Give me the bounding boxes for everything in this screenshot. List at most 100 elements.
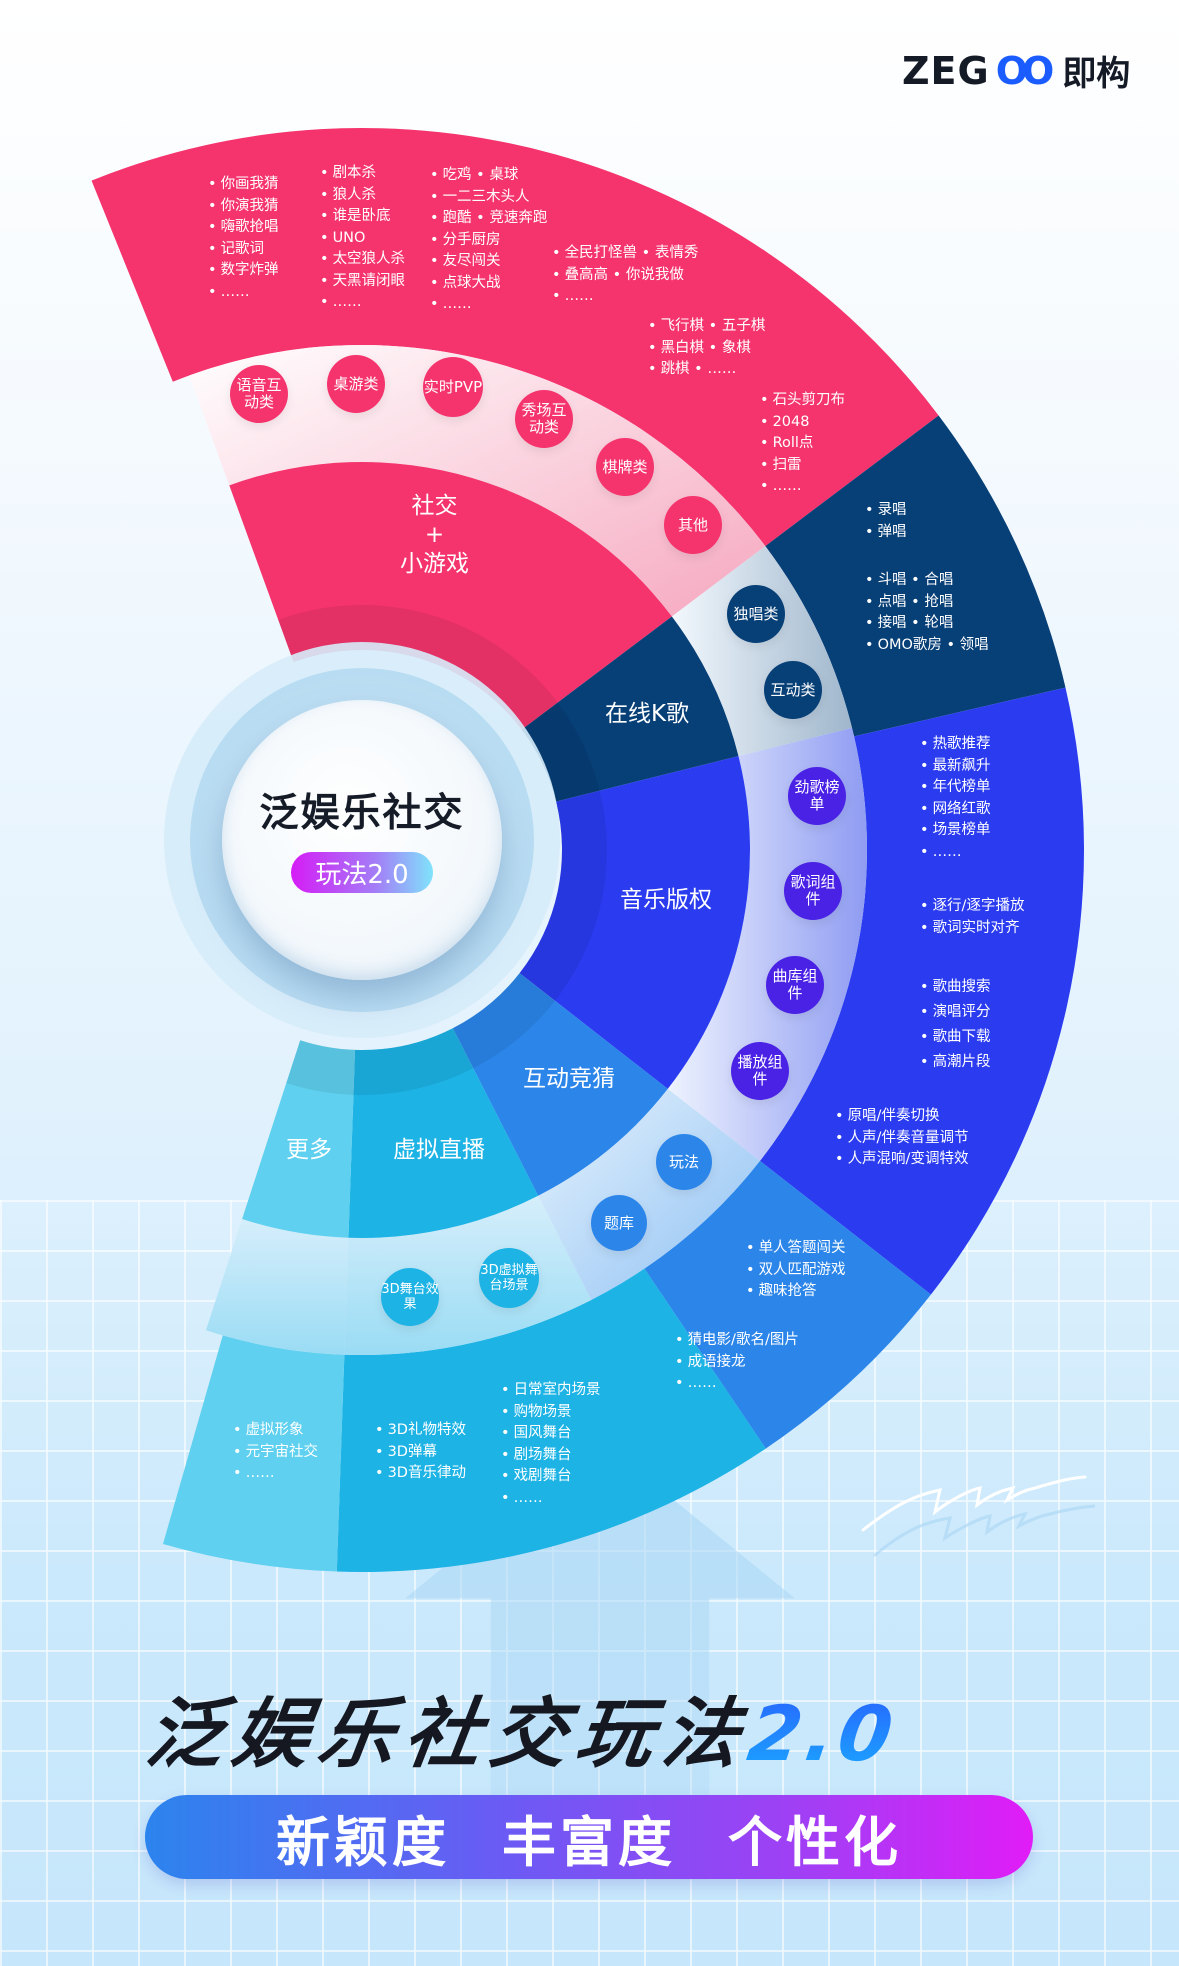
label-line: 小游戏 xyxy=(400,551,469,577)
signature-squiggle xyxy=(861,1475,1095,1557)
subcategory-interactive-singing[interactable]: 互动类 xyxy=(764,661,822,719)
list-item: …… xyxy=(501,1488,601,1510)
light-ring-more xyxy=(205,1219,349,1355)
list-item: 叠高高 • 你说我做 xyxy=(552,265,698,287)
list-item: 歌曲下载 xyxy=(920,1025,991,1050)
list-item: 狼人杀 xyxy=(320,185,405,207)
inner-sector-music-copyright xyxy=(519,756,751,1089)
list-item: 高潮片段 xyxy=(920,1050,991,1075)
subcategory-hit-charts[interactable]: 劲歌榜单 xyxy=(788,767,846,825)
list-item: 跑酷 • 竞速奔跑 xyxy=(430,208,548,230)
list-item: …… xyxy=(208,282,279,304)
light-ring-social-games xyxy=(189,345,766,617)
list-item: 戏剧舞台 xyxy=(501,1466,601,1488)
list-item: 接唱 • 轮唱 xyxy=(865,613,989,635)
slogan-personalization: 个性化 xyxy=(728,1810,902,1874)
detail-list-quiz-gameplay: 单人答题闯关双人匹配游戏趣味抢答 xyxy=(746,1238,846,1303)
list-item: 人声混响/变调特效 xyxy=(835,1149,969,1171)
list-item: 谁是卧底 xyxy=(320,206,405,228)
list-item: 扫雷 xyxy=(760,455,845,477)
list-item: 剧场舞台 xyxy=(501,1445,601,1467)
inner-sector-more xyxy=(242,1040,356,1238)
list-item: Roll点 xyxy=(760,433,845,455)
subcategory-chess-cards[interactable]: 棋牌类 xyxy=(596,438,654,496)
logo-oo-mark: OO xyxy=(995,48,1055,93)
detail-list-board-games: 剧本杀狼人杀谁是卧底UNO太空狼人杀天黑请闭眼…… xyxy=(320,163,406,314)
subcategory-question-bank[interactable]: 题库 xyxy=(591,1195,647,1251)
detail-list-chess-cards: 飞行棋 • 五子棋黑白棋 • 象棋跳棋 • …… xyxy=(648,316,766,381)
subcategory-other[interactable]: 其他 xyxy=(664,496,722,554)
list-item: 点球大战 xyxy=(430,273,547,295)
center-version-badge: 玩法2.0 xyxy=(291,851,433,893)
list-item: 嗨歌抢唱 xyxy=(208,217,279,239)
list-item: 石头剪刀布 xyxy=(760,390,846,412)
detail-list-solo-singing: 录唱弹唱 xyxy=(865,500,907,543)
slogan-bar: 新颖度 丰富度 个性化 xyxy=(145,1795,1033,1879)
outer-sector-interactive-quiz xyxy=(644,1160,931,1449)
list-item: 双人匹配游戏 xyxy=(746,1260,846,1282)
subcategory-player-component[interactable]: 播放组件 xyxy=(731,1042,789,1100)
list-item: 记歌词 xyxy=(208,239,279,261)
list-item: 日常室内场景 xyxy=(501,1380,601,1402)
list-item: 录唱 xyxy=(865,500,907,522)
footer-title: 泛娱乐社交玩法2.0 xyxy=(140,1672,904,1782)
list-item: 你画我猜 xyxy=(208,174,279,196)
subcategory-3d-virtual-stage[interactable]: 3D虚拟舞台场景 xyxy=(479,1248,539,1308)
list-item: …… xyxy=(675,1373,799,1395)
detail-list-interactive-singing: 斗唱 • 合唱点唱 • 抢唱接唱 • 轮唱OMO歌房 • 领唱 xyxy=(865,570,989,656)
light-ring-interactive-quiz xyxy=(538,1088,760,1300)
list-item: 成语接龙 xyxy=(675,1352,799,1374)
outer-sector-social-games xyxy=(91,128,939,547)
subcategory-show-interaction[interactable]: 秀场互动类 xyxy=(515,390,573,448)
subcategory-board-games[interactable]: 桌游类 xyxy=(327,355,385,413)
list-item: 分手厨房 xyxy=(430,230,547,252)
light-ring-music-copyright xyxy=(667,727,867,1161)
detail-list-lyrics: 逐行/逐字播放歌词实时对齐 xyxy=(920,896,1025,939)
label-line: 社交 xyxy=(411,493,458,519)
subcategory-lyrics-component[interactable]: 歌词组件 xyxy=(784,862,842,920)
subcategory-3d-stage-effects[interactable]: 3D舞台效果 xyxy=(381,1268,439,1326)
list-item: OMO歌房 • 领唱 xyxy=(865,635,989,657)
logo-chinese: 即构 xyxy=(1062,54,1131,94)
list-item: 你演我猜 xyxy=(208,196,279,218)
list-item: 剧本杀 xyxy=(320,163,405,185)
list-item: …… xyxy=(430,294,547,316)
list-item: 弹唱 xyxy=(865,522,907,544)
inner-sector-online-karaoke xyxy=(521,616,739,802)
detail-list-other-games: 石头剪刀布2048Roll点扫雷…… xyxy=(760,390,846,498)
list-item: 歌曲搜索 xyxy=(920,975,991,1000)
list-item: 场景榜单 xyxy=(920,820,991,842)
list-item: 全民打怪兽 • 表情秀 xyxy=(552,243,699,265)
subcategory-gameplay[interactable]: 玩法 xyxy=(656,1134,712,1190)
segment-label-music-copyright: 音乐版权 xyxy=(620,887,712,913)
label-line: + xyxy=(424,522,445,548)
list-item: 最新飙升 xyxy=(920,756,991,778)
list-item: …… xyxy=(760,476,845,498)
detail-list-more: 虚拟形象元宇宙社交…… xyxy=(233,1420,319,1485)
logo-latin: ZEG xyxy=(902,48,990,93)
list-item: 单人答题闯关 xyxy=(746,1238,846,1260)
center-title: 泛娱乐社交 xyxy=(259,790,465,836)
list-item: 数字炸弹 xyxy=(208,260,279,282)
segment-label-online-karaoke: 在线K歌 xyxy=(605,701,690,727)
inner-shadow-band xyxy=(278,605,607,1095)
list-item: …… xyxy=(320,292,405,314)
detail-list-realtime-pvp: 吃鸡 • 桌球一二三木头人跑酷 • 竞速奔跑分手厨房友尽闯关点球大战…… xyxy=(430,165,548,316)
center-hub: 泛娱乐社交 玩法2.0 xyxy=(222,700,502,980)
segment-label-social-games: 社交 + 小游戏 xyxy=(400,492,469,579)
list-item: 元宇宙社交 xyxy=(233,1442,319,1464)
detail-list-song-library: 歌曲搜索演唱评分歌曲下载高潮片段 xyxy=(920,975,991,1075)
subcategory-solo-singing[interactable]: 独唱类 xyxy=(727,585,785,643)
list-item: 3D礼物特效 xyxy=(375,1420,466,1442)
list-item: 2048 xyxy=(760,412,845,434)
detail-list-3d-stage-effects: 3D礼物特效3D弹幕3D音乐律动 xyxy=(375,1420,466,1485)
subcategory-library-component[interactable]: 曲库组件 xyxy=(766,956,824,1014)
subcategory-realtime-pvp[interactable]: 实时PVP xyxy=(423,357,483,417)
list-item: 太空狼人杀 xyxy=(320,249,406,271)
segment-label-interactive-quiz: 互动竞猜 xyxy=(523,1066,615,1092)
list-item: 购物场景 xyxy=(501,1402,601,1424)
inner-sector-interactive-quiz xyxy=(452,973,668,1196)
list-item: 国风舞台 xyxy=(501,1423,601,1445)
subcategory-voice-interaction[interactable]: 语音互动类 xyxy=(230,365,288,423)
list-item: 年代榜单 xyxy=(920,777,991,799)
